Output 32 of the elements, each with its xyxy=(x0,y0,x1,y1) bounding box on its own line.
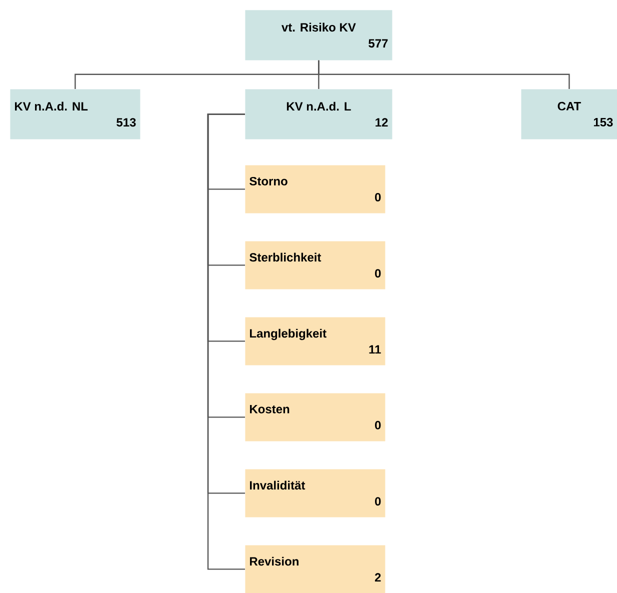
box-title: Langlebigkeit xyxy=(250,328,326,340)
connector-line xyxy=(207,114,245,570)
box-title: Kosten xyxy=(250,405,290,414)
tree-box xyxy=(245,165,386,214)
tree-box xyxy=(245,469,386,518)
tree-box xyxy=(245,393,386,442)
box-value: 513 xyxy=(116,118,136,127)
box-value: 12 xyxy=(376,118,388,127)
box-value: 0 xyxy=(375,420,381,430)
box-value: 0 xyxy=(375,497,381,506)
box-value: 577 xyxy=(368,39,388,48)
tree-box xyxy=(245,317,386,366)
box-title: vt. Risiko KV xyxy=(282,22,356,32)
tree-box xyxy=(245,241,386,290)
box-title: Storno xyxy=(250,176,288,186)
tree-box xyxy=(10,89,140,140)
box-title: CAT xyxy=(558,102,581,110)
tree-box xyxy=(521,89,617,140)
box-value: 11 xyxy=(369,345,381,354)
tree-box xyxy=(245,89,392,140)
box-value: 0 xyxy=(375,192,381,202)
box-title: KV n.A.d. NL xyxy=(15,102,88,111)
box-title: Revision xyxy=(250,556,298,566)
tree-box xyxy=(245,10,392,60)
tree-box xyxy=(245,545,386,593)
box-value: 153 xyxy=(594,118,613,126)
box-value: 0 xyxy=(375,269,381,278)
connector-line xyxy=(318,60,570,89)
box-title: KV n.A.d. L xyxy=(286,102,351,111)
box-title: Invalidität xyxy=(250,480,306,490)
box-value: 2 xyxy=(374,573,381,582)
box-title: Sterblichkeit xyxy=(250,252,322,262)
